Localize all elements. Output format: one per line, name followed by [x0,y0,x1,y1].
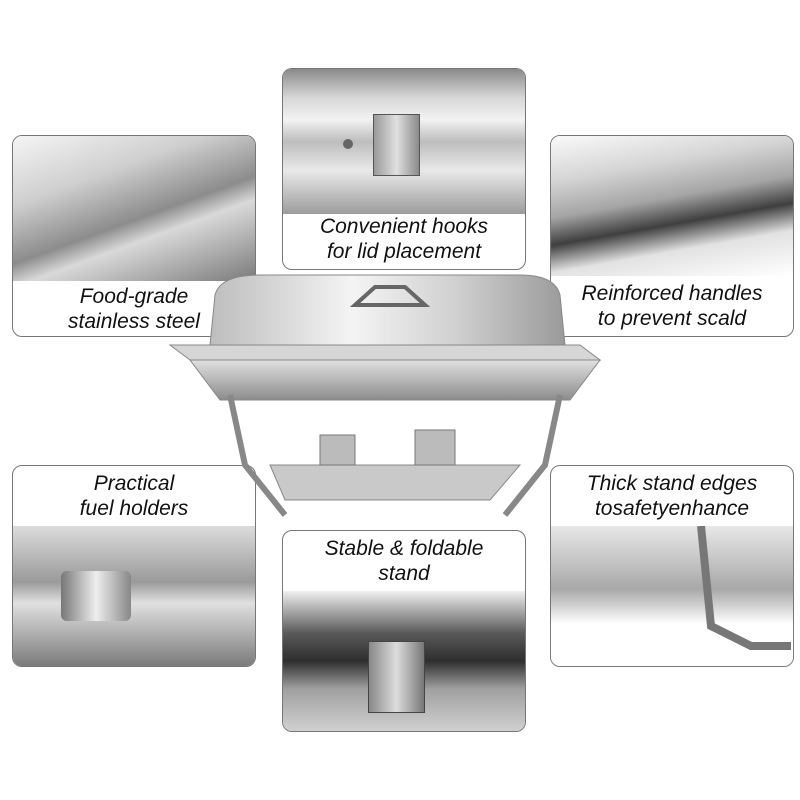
callout-stand: Stable & foldable stand [282,530,526,732]
handle-detail-photo [551,136,793,276]
callout-edges: Thick stand edges tosafetyenhance [550,465,794,667]
fuel-caption-line1: Practical [93,472,175,495]
fuel-holder-photo [13,526,255,666]
steel-caption-line1: Food-grade [79,285,189,308]
handles-caption-line1: Reinforced handles [581,282,763,305]
callout-steel: Food-grade stainless steel [12,135,256,337]
callout-hooks: Convenient hooks for lid placement [282,68,526,270]
fuel-caption-line2: fuel holders [79,497,189,520]
hook-detail-photo [283,69,525,214]
hooks-caption-line1: Convenient hooks [319,215,489,238]
steel-caption-line2: stainless steel [68,310,200,333]
edges-caption-line1: Thick stand edges [586,472,758,495]
stand-edge-photo [551,526,793,666]
steel-pan-photo [13,136,255,281]
hooks-caption-line2: for lid placement [326,240,482,263]
handles-caption-line2: to prevent scald [597,307,747,330]
callout-handles: Reinforced handles to prevent scald [550,135,794,337]
chafing-dish-illustration [168,274,602,517]
callout-fuel: Practical fuel holders [12,465,256,667]
stand-caption-line2: stand [378,562,430,585]
edges-caption-line2: tosafetyenhance [594,497,750,520]
stand-caption-line1: Stable & foldable [324,537,484,560]
stand-detail-photo [283,591,525,731]
